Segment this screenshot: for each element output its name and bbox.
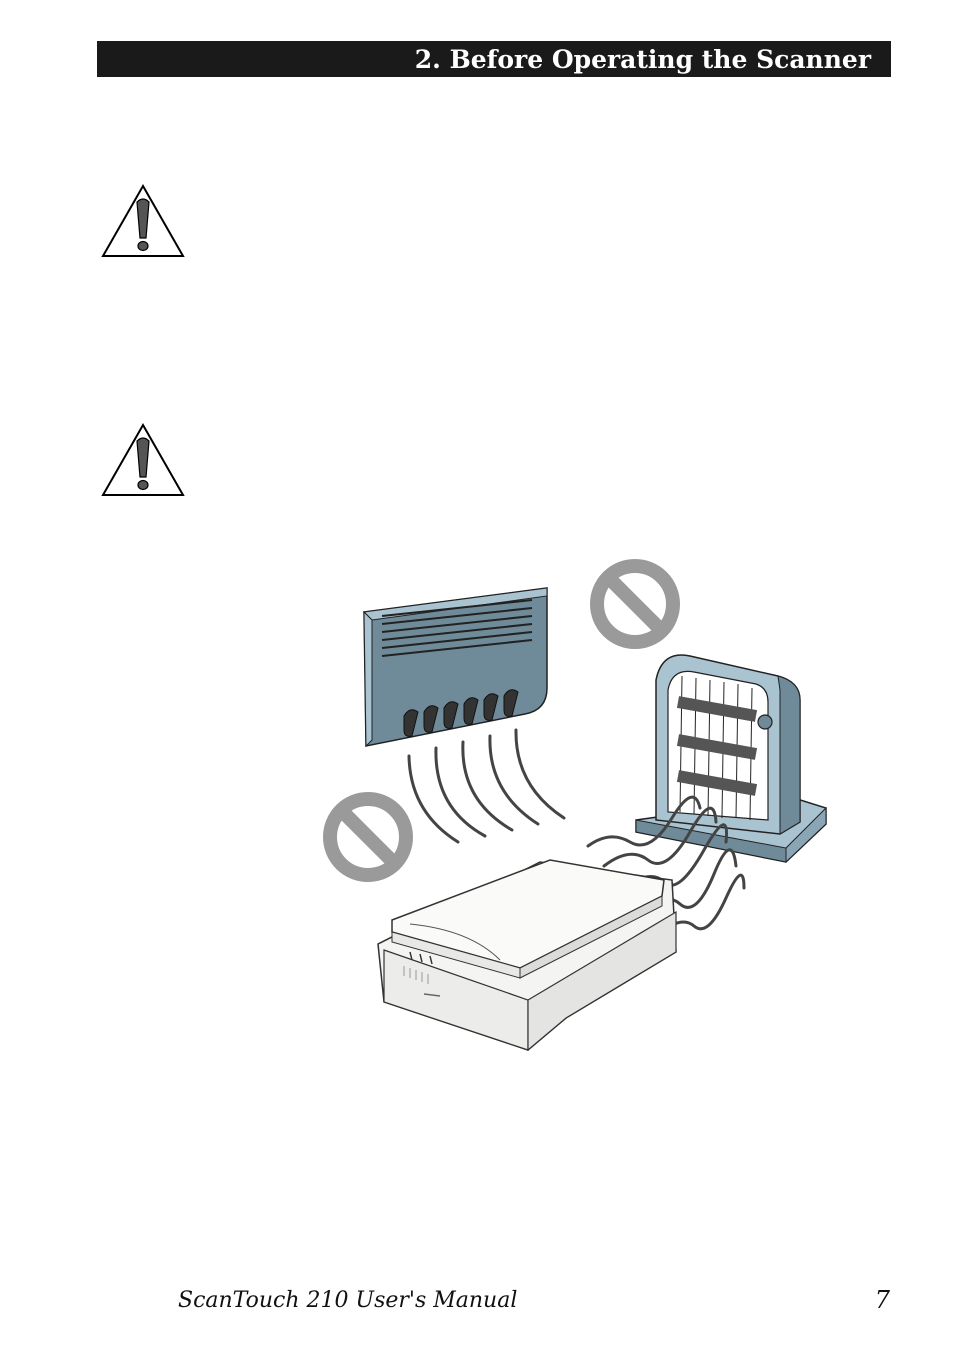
page-number: 7 bbox=[874, 1286, 890, 1314]
scanner-icon bbox=[377, 859, 677, 1052]
warning-triangle-icon bbox=[101, 184, 185, 257]
section-title: 2. Before Operating the Scanner bbox=[414, 45, 871, 74]
air-conditioner-icon bbox=[362, 587, 548, 748]
scanner-placement-illustration bbox=[323, 559, 827, 1052]
section-header-bar: 2. Before Operating the Scanner bbox=[97, 41, 891, 77]
prohibition-icon bbox=[323, 792, 413, 882]
manual-title: ScanTouch 210 User's Manual bbox=[178, 1288, 518, 1313]
prohibition-icon bbox=[590, 559, 680, 649]
warning-triangle-icon bbox=[101, 423, 185, 496]
airflow-lines bbox=[407, 728, 566, 844]
